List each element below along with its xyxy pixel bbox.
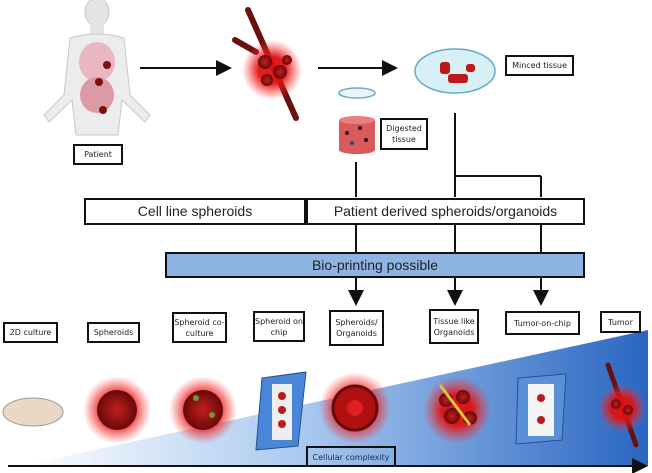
- model-label-2d-culture: 2D culture: [3, 322, 58, 343]
- tumor-on-chip-icon: [515, 373, 567, 445]
- digested-tissue-label: Digested tissue: [380, 118, 428, 150]
- model-label-tumor: Tumor: [600, 311, 641, 333]
- petri-dish-minced: [414, 48, 496, 94]
- cellular-complexity-label: Cellular complexity: [306, 446, 396, 466]
- model-label-tissue-organoids: Tissue like Organoids: [429, 309, 479, 344]
- model-label-spheroids-organoids: Spheroids/ Organoids: [329, 310, 384, 346]
- minced-tissue-label: Minced tissue: [505, 55, 574, 76]
- model-label-spheroid-coculture: Spheroid co-culture: [172, 312, 227, 343]
- model-label-spheroid-on-chip: Spheroid on chip: [253, 311, 305, 342]
- model-label-tumor-on-chip: Tumor-on-chip: [505, 311, 580, 335]
- patient-figure: [43, 0, 151, 136]
- cell-line-spheroids-box: Cell line spheroids: [84, 198, 306, 225]
- spheroid-on-chip-icon: [255, 371, 307, 451]
- patient-label: Patient: [73, 144, 123, 165]
- spheroid-coculture-icon: [169, 376, 237, 444]
- tissue-organoid-icon: [423, 376, 491, 444]
- spheroid-icon: [83, 376, 151, 444]
- model-label-spheroids: Spheroids: [87, 322, 140, 343]
- digested-tissue-cylinder: [339, 116, 375, 154]
- patient-derived-box: Patient derived spheroids/organoids: [306, 198, 585, 225]
- organoid-icon: [319, 372, 391, 444]
- small-dish: [338, 87, 376, 99]
- culture-dish-icon: [2, 397, 64, 427]
- bioprinting-bar: Bio-printing possible: [165, 252, 585, 278]
- tumor-icon-bottom: [598, 362, 646, 448]
- tumor-icon-top: [232, 7, 302, 121]
